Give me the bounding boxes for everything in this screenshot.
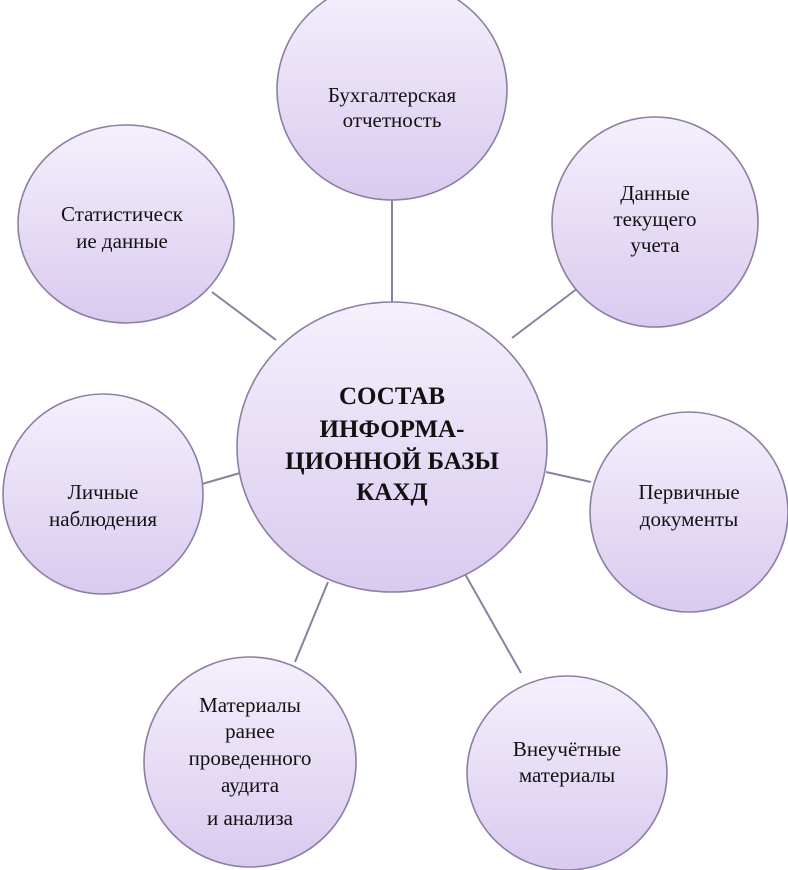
connector: [201, 472, 241, 485]
node-text: Внеучётные: [513, 737, 621, 761]
connector: [545, 471, 592, 483]
node-personal-observations: Личные наблюдения: [2, 393, 204, 595]
node-text: Личные: [68, 480, 139, 504]
node-text: Первичные: [638, 480, 739, 504]
node-text: документы: [640, 507, 738, 531]
connectors: [201, 198, 592, 674]
node-text: ие данные: [76, 229, 168, 253]
center-node: СОСТАВ ИНФОРМА- ЦИОННОЙ БАЗЫ КАХД: [236, 301, 548, 593]
node-statistical-data: Статистическ ие данные: [17, 124, 235, 324]
node-primary-documents: Первичные документы: [589, 411, 788, 613]
node-text: аудита: [221, 773, 280, 797]
center-text: СОСТАВ: [339, 383, 445, 410]
node-text: ранее: [225, 719, 275, 743]
center-text: ЦИОННОЙ БАЗЫ: [285, 447, 499, 475]
connector: [294, 581, 329, 663]
node-text: учета: [630, 233, 680, 257]
node-text: Материалы: [199, 693, 301, 717]
node-text: текущего: [614, 207, 697, 231]
center-text: ИНФОРМА-: [320, 416, 465, 443]
node-text: материалы: [519, 763, 615, 787]
center-text: КАХД: [356, 479, 427, 506]
connector: [464, 573, 522, 674]
node-text: отчетность: [343, 108, 442, 132]
node-text: Бухгалтерская: [328, 83, 457, 107]
node-text: проведенного: [189, 746, 312, 770]
connector: [511, 287, 579, 339]
connector: [211, 291, 277, 341]
node-text: и анализа: [207, 806, 294, 830]
node-text: Данные: [620, 181, 690, 205]
node-text: Статистическ: [61, 202, 184, 226]
node-text: наблюдения: [49, 507, 157, 531]
